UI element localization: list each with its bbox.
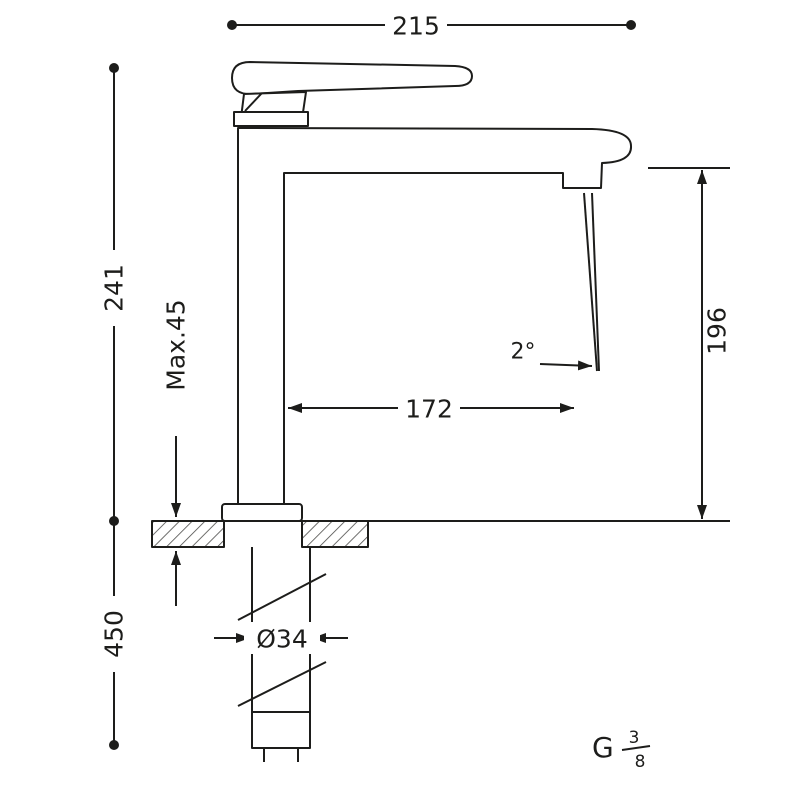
hose-connector [251,711,311,749]
hose-break-line-upper [237,573,327,621]
mask-body-height [97,250,131,326]
cartridge-ring [233,111,309,127]
countertop [151,520,730,548]
dimension-label-body-height: 241 [100,264,129,312]
reference-dot-left-middle [109,516,119,526]
reference-dot-left-top [109,63,119,73]
mask-hose-length [97,596,131,672]
dimension-label-hose-length: 450 [100,610,129,658]
dimension-label-spout-reach: 172 [405,395,453,424]
label-masks [97,8,460,672]
thread-fraction-bar [621,745,651,751]
lever-hinge-line [244,92,263,112]
countertop-hatch-left [151,520,225,548]
faucet-base-plate [221,503,303,522]
dimension-label-stream-angle: 2° [511,340,536,365]
water-stream-left-line [583,192,598,372]
thread-label-denominator: 8 [635,752,646,772]
mask-total-width [385,8,447,40]
faucet [221,61,633,762]
dimension-label-shank-diameter: Ø34 [256,625,308,654]
dimension-labels: 215 241 Max.45 450 196 172 2° Ø34 G 3 8 [100,12,732,773]
dimension-label-spout-height: 196 [703,307,732,355]
dimension-label-total-width: 215 [392,12,440,41]
reference-dot-left-bottom [109,740,119,750]
stream-angle-arrow [539,360,593,371]
water-stream-right-line [591,192,600,372]
mask-shank-diameter [244,622,320,654]
dimension-label-max-thickness: Max.45 [162,299,191,390]
thread-label-numerator: 3 [629,728,640,748]
countertop-hatch-right [301,520,369,548]
faucet-body [237,127,633,505]
thread-label-prefix: G [592,731,614,764]
reference-dot-top-left [227,20,237,30]
faucet-lever [231,61,473,96]
hose-break-line-lower [237,661,327,707]
mask-spout-reach [398,392,460,422]
reference-dot-top-right [626,20,636,30]
